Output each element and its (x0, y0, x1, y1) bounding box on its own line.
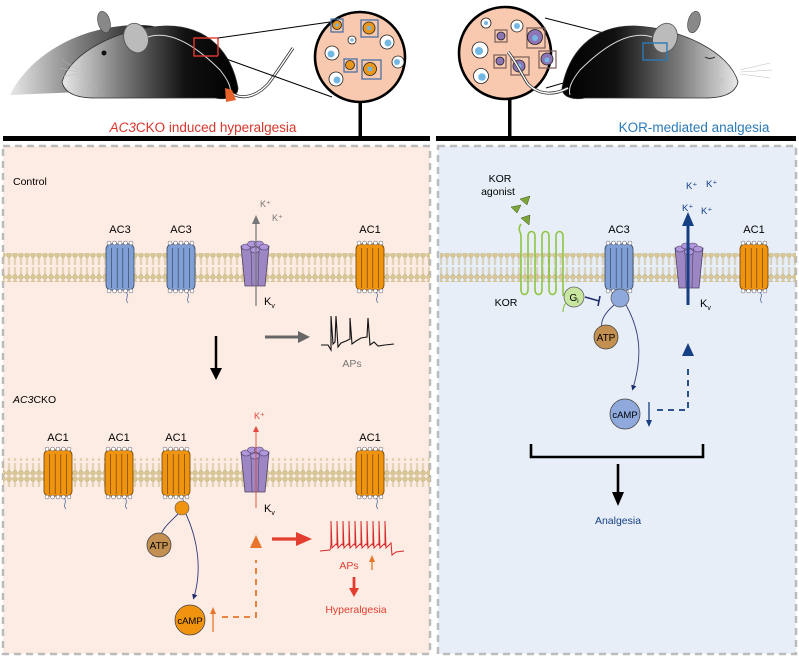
kor-kv-label: Kv (700, 298, 711, 312)
control-kv-label: Kv (264, 296, 275, 310)
control-ac3-label-2: AC3 (170, 224, 191, 236)
cko-ac1-protein-1 (43, 446, 73, 510)
cko-kv-label: Kv (264, 503, 275, 517)
cko-kv-channel (240, 446, 270, 493)
control-ac3-protein-1 (105, 240, 135, 304)
cko-catalytic-domain (174, 500, 190, 516)
kor-catalytic-domain (610, 288, 630, 308)
right-panel (436, 144, 798, 656)
zoom-region-box-right (642, 42, 668, 61)
control-heading: Control (13, 176, 47, 188)
cko-ac1-label-2: AC1 (108, 432, 129, 444)
kor-k-ion-3: K⁺ (682, 203, 693, 214)
left-panel-title: AC3CKO induced hyperalgesia (109, 120, 297, 135)
cko-ac1-protein-3 (161, 446, 191, 510)
cko-heading: AC3CKO (12, 394, 56, 406)
right-magnifier (457, 5, 644, 137)
gi-inhibition-line (584, 296, 600, 302)
cko-ac1-protein-4 (355, 446, 385, 510)
gi-label: Gi (569, 293, 578, 305)
cko-feedback-arrow (222, 560, 257, 618)
cko-ac1-label-3: AC1 (165, 432, 186, 444)
cko-ac1-protein-2 (104, 446, 134, 510)
cko-camp (174, 604, 206, 636)
control-ap-trace (321, 315, 395, 352)
kor-k-ion-2: K⁺ (706, 179, 717, 190)
cko-ac1-label-1: AC1 (47, 432, 68, 444)
cko-aps-label: APs (339, 560, 358, 572)
left-magnifier (313, 10, 407, 137)
kor-k-ion-1: K⁺ (686, 181, 697, 192)
control-k-ion-1: K⁺ (260, 199, 271, 209)
kor-ac1-protein (739, 240, 769, 304)
control-ac1-label: AC1 (359, 224, 380, 236)
agonist-label-2: agonist (481, 186, 515, 198)
control-ac3-label-1: AC3 (109, 224, 130, 236)
right-divider-bar (436, 136, 796, 141)
convergence-bracket (529, 444, 705, 459)
left-divider-bar (3, 136, 430, 141)
analgesia-label: Analgesia (595, 515, 641, 527)
kor-camp (609, 398, 641, 430)
cko-k-ion: K⁺ (254, 411, 265, 421)
gi-protein (563, 286, 585, 308)
kor-ac1-label: AC1 (743, 224, 764, 236)
inflamed-paw (225, 88, 236, 102)
right-panel-title: KOR-mediated analgesia (619, 120, 770, 135)
kor-camp-label: cAMP (612, 410, 637, 421)
hyperalgesia-label: Hyperalgesia (325, 604, 386, 616)
kor-k-ion-4: K⁺ (701, 206, 712, 217)
kor-agonist-molecules (510, 195, 531, 226)
cko-conversion-arrow (185, 513, 199, 600)
zoom-region-box (193, 37, 219, 57)
cko-atp (146, 532, 172, 558)
control-ac3-protein-2 (166, 240, 196, 304)
kor-atp (593, 324, 619, 350)
cko-ac1-label-4: AC1 (359, 432, 380, 444)
kor-receptor (518, 223, 564, 296)
control-ac1-protein (355, 240, 385, 304)
kor-ac3-protein (604, 240, 634, 304)
control-k-ion-2: K⁺ (272, 213, 283, 223)
kor-ac3-label: AC3 (608, 224, 629, 236)
kor-conversion-arrow (625, 304, 640, 391)
cko-camp-label: cAMP (177, 616, 202, 627)
kor-feedback-arrow (657, 365, 689, 411)
cko-ap-trace (319, 520, 405, 556)
control-kv-channel (240, 240, 270, 287)
control-aps-label: APs (342, 358, 361, 370)
cko-atp-label: ATP (150, 541, 169, 552)
right-mouse (506, 10, 773, 100)
kor-label: KOR (495, 297, 518, 309)
kor-atp-label: ATP (597, 333, 616, 344)
agonist-label-1: KOR (489, 173, 512, 185)
left-mouse (10, 10, 333, 102)
left-panel (1, 144, 432, 656)
